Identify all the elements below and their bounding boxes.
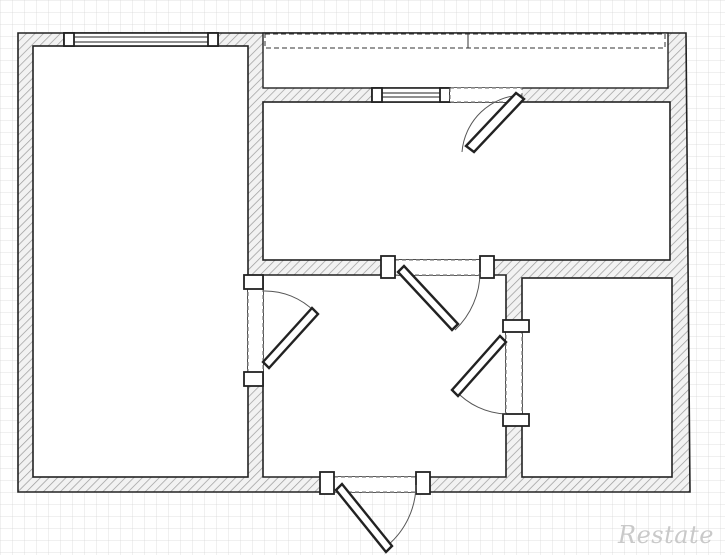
door-hall-top xyxy=(380,255,495,332)
room-bathroom xyxy=(521,277,673,478)
door-entrance xyxy=(319,471,431,554)
window-living xyxy=(63,32,219,47)
door-living xyxy=(243,274,320,387)
room-living xyxy=(32,45,249,478)
door-bathroom xyxy=(450,319,530,427)
room-kitchen xyxy=(262,101,671,261)
door-kitchen xyxy=(449,87,526,154)
balcony-rail xyxy=(264,33,666,49)
window-kitchen xyxy=(371,87,451,103)
room-balcony xyxy=(262,32,669,89)
watermark-logo: Restate xyxy=(618,521,714,549)
